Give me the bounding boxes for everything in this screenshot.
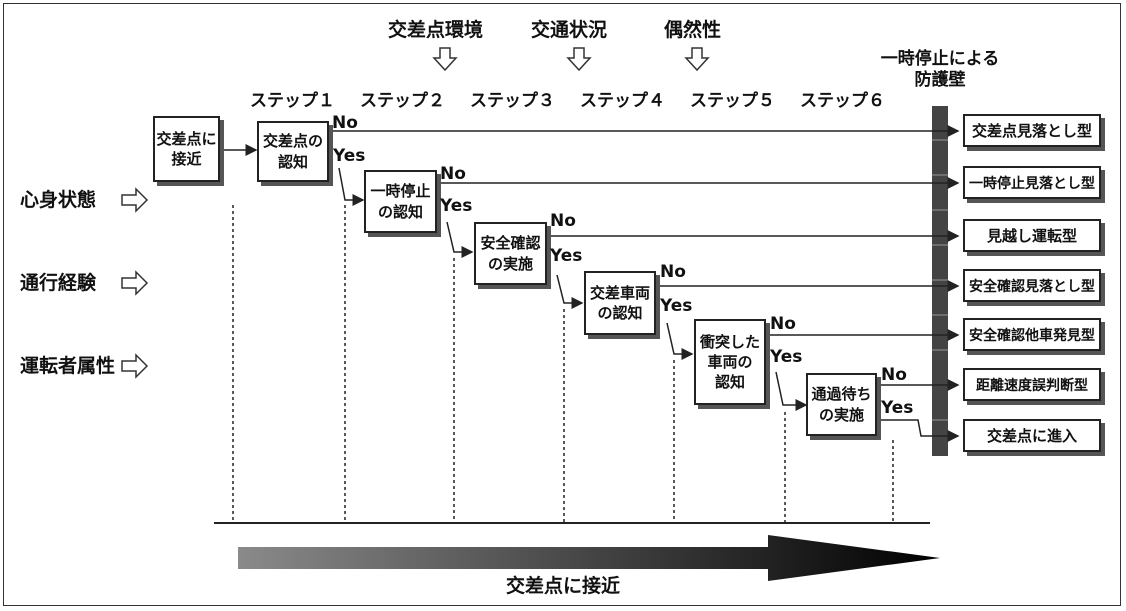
yes-label: Yes: [660, 296, 693, 316]
stage-box-6: 通過待ち の実施: [806, 373, 877, 436]
outcome-box: 距離速度誤判断型: [963, 368, 1101, 401]
factor-top-label: 偶然性: [664, 19, 722, 41]
outcome-box: 交差点に進入: [963, 419, 1101, 452]
stage-box-3: 安全確認 の実施: [474, 222, 547, 285]
step-label: ステップ４: [580, 91, 665, 111]
stage-box-1: 交差点の 認知: [257, 121, 329, 182]
right-arrow-icon: [121, 353, 149, 379]
outcome-box: 見越し運転型: [963, 219, 1101, 252]
yes-label: Yes: [550, 246, 583, 266]
stage-box-text: 衝突した 車両の 認知: [699, 332, 760, 392]
outcome-box: 安全確認見落とし型: [963, 269, 1101, 302]
right-arrow-icon: [121, 270, 149, 296]
factor-top-label: 交差点環境: [388, 19, 484, 41]
step-dotted-lines: [232, 205, 894, 522]
no-label: No: [881, 365, 907, 385]
stage-box-text: 通過待ち の実施: [811, 385, 872, 424]
no-label: No: [660, 262, 686, 282]
start-box: 交差点に 接近: [153, 116, 220, 182]
stage-box-4: 交差車両 の認知: [584, 271, 656, 335]
approach-label: 交差点に接近: [505, 575, 620, 597]
no-arrows: [329, 125, 960, 391]
no-label: No: [332, 113, 358, 133]
stage-box-text: 交差点の 認知: [262, 132, 323, 171]
down-arrow-icon: [566, 47, 592, 72]
no-label: No: [550, 211, 576, 231]
factor-left-label: 運転者属性: [20, 355, 116, 377]
stage-box-text: 交差車両 の認知: [589, 283, 650, 322]
stage-box-5: 衝突した 車両の 認知: [694, 319, 766, 405]
diagram-frame: [3, 3, 1121, 606]
down-arrow-icon: [684, 47, 710, 72]
yes-label: Yes: [333, 146, 366, 166]
top-hollow-arrows: [432, 47, 710, 72]
stage-box-text: 安全確認 の実施: [480, 234, 541, 273]
no-label: No: [770, 314, 796, 334]
step-label: ステップ５: [690, 91, 775, 111]
outcome-box: 安全確認他車発見型: [963, 318, 1101, 351]
barrier-wall: [932, 106, 948, 456]
yes-arrows: [338, 167, 960, 442]
step-label: ステップ３: [470, 91, 555, 111]
no-label: No: [440, 164, 466, 184]
outcome-box: 一時停止見落とし型: [963, 166, 1101, 199]
down-arrow-icon: [432, 47, 458, 72]
step-label: ステップ１: [250, 91, 335, 111]
outcome-box: 交差点見落とし型: [963, 114, 1101, 147]
yes-label: Yes: [881, 398, 914, 418]
factor-left-label: 心身状態: [20, 189, 97, 211]
left-hollow-arrows: [121, 187, 149, 379]
factor-top-label: 交通状況: [531, 19, 608, 41]
step-label: ステップ２: [360, 91, 445, 111]
start-box-text: 交差点に 接近: [156, 129, 217, 168]
stage-box-text: 一時停止 の認知: [370, 182, 431, 221]
barrier-label: 一時停止による 防護壁: [880, 49, 1000, 91]
yes-label: Yes: [770, 347, 803, 367]
factor-left-label: 通行経験: [20, 272, 97, 294]
stage-box-2: 一時停止 の認知: [364, 170, 437, 233]
right-arrow-icon: [121, 187, 149, 213]
step-label: ステップ６: [800, 91, 885, 111]
yes-label: Yes: [440, 196, 473, 216]
approach-arrow: [238, 535, 940, 581]
